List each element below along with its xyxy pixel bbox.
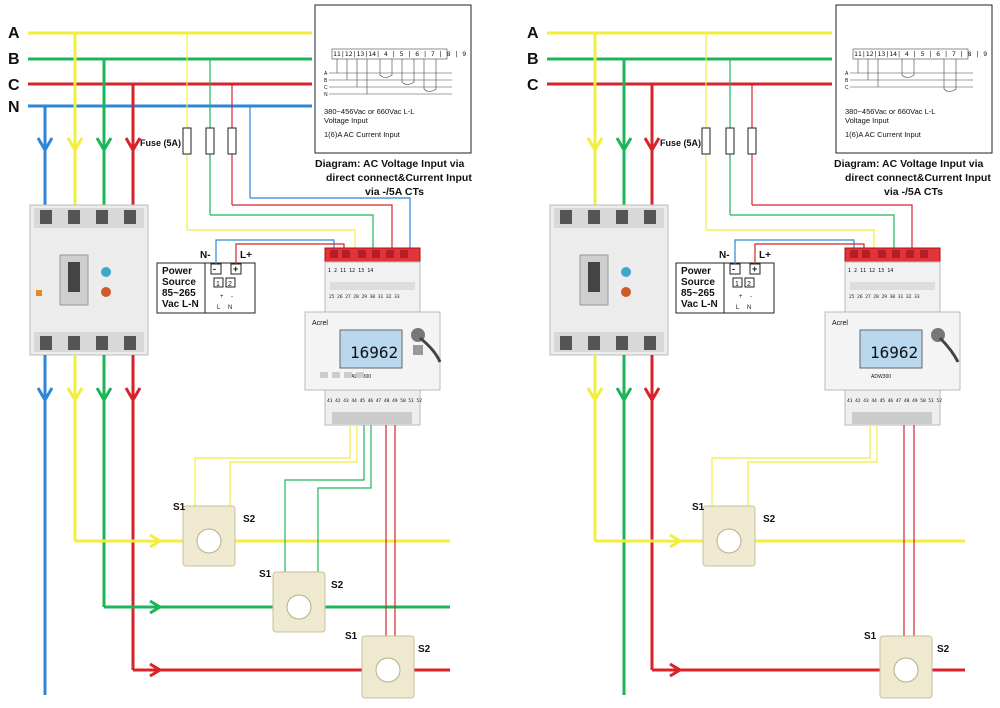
caption-right-line1: Diagram: AC Voltage Input via <box>834 158 984 170</box>
power-source-right-line3: 85~265 <box>681 288 715 299</box>
caption-right-line2: direct connect&Current Input <box>845 172 991 184</box>
ct-b-s1: S1 <box>259 569 272 580</box>
inset-voltage-line1: 380~456Vac or 660Vac L-L <box>324 107 414 116</box>
inset-terminal-row-right: 11|12|13|14| 4 | 5 | 6 | 7 | 8 | 9 <box>854 50 987 58</box>
inset-phase-a-right: A <box>845 71 849 77</box>
power-source-line2: Source <box>162 277 196 288</box>
ct-a-s2-right: S2 <box>763 514 776 525</box>
l-plus-label-right: L+ <box>759 250 771 261</box>
energy-meter: 1 2 11 12 13 14 25 26 27 28 29 30 31 32 … <box>304 247 442 426</box>
ps-plus-sign: + <box>233 264 238 274</box>
power-source-line1: Power <box>162 266 192 277</box>
ps-sub-n: N <box>228 305 232 311</box>
phase-label-c-right: C <box>527 77 539 94</box>
circuit-breaker-right <box>549 204 669 356</box>
power-source-box-right: Power Source 85~265 Vac L-N - + 1 2 + - … <box>675 262 775 314</box>
current-transformer-c <box>361 635 415 699</box>
ct-a-s1: S1 <box>173 502 186 513</box>
inset-phase-a: A <box>324 71 328 77</box>
inset-terminal-row: 11|12|13|14| 4 | 5 | 6 | 7 | 8 | 9 <box>333 50 466 58</box>
meter-bot-terminals-right: 41 42 43 44 45 46 47 48 49 50 51 52 <box>847 398 942 404</box>
inset-wiring-box: 11|12|13|14| 4 | 5 | 6 | 7 | 8 | 9 A B C… <box>314 4 472 154</box>
phase-label-c: C <box>8 77 20 94</box>
phase-label-a-right: A <box>527 25 539 42</box>
ct-c-s2: S2 <box>418 644 431 655</box>
inset-phase-b: B <box>324 78 328 84</box>
meter-mid-terminals: 25 26 27 28 29 30 31 32 33 <box>329 294 400 300</box>
inset-phase-n: N <box>324 92 328 98</box>
ps-minus-sign: - <box>213 264 216 274</box>
inset-current-right: 1(6)A AC Current Input <box>845 130 922 139</box>
current-transformer-a <box>182 505 236 567</box>
meter-top-terminals: 1 2 11 12 13 14 <box>328 268 373 274</box>
inset-phase-c: C <box>324 85 328 91</box>
ct-c-s1: S1 <box>345 631 358 642</box>
ps-sub-n-right: N <box>747 305 751 311</box>
meter-reading: 16962 <box>350 343 398 362</box>
meter-bot-terminals: 41 42 43 44 45 46 47 48 49 50 51 52 <box>327 398 422 404</box>
phase-label-b: B <box>8 51 20 68</box>
ct-c-s1-right: S1 <box>864 631 877 642</box>
ps-pm-plus-right: + <box>739 294 743 300</box>
ct-a-s2: S2 <box>243 514 256 525</box>
caption-right-line3: via -/5A CTs <box>884 186 943 198</box>
energy-meter-right: 1 2 11 12 13 14 25 26 27 28 29 30 31 32 … <box>824 247 961 426</box>
ps-terminal-2: 2 <box>228 281 232 288</box>
inset-voltage-line2: Voltage Input <box>324 116 369 125</box>
caption-line2: direct connect&Current Input <box>326 172 472 184</box>
ps-minus-sign-right: - <box>732 264 735 274</box>
ps-pm-plus: + <box>220 294 224 300</box>
ps-pm-minus: - <box>231 294 233 300</box>
meter-mid-terminals-right: 25 26 27 28 29 30 31 32 33 <box>849 294 920 300</box>
diagram-left: A B C N <box>8 4 472 699</box>
ct-c-s2-right: S2 <box>937 644 950 655</box>
l-plus-label: L+ <box>240 250 252 261</box>
inset-voltage-right-line1: 380~456Vac or 660Vac L-L <box>845 107 935 116</box>
circuit-breaker <box>29 204 149 356</box>
meter-model-right: ADW300 <box>871 374 891 380</box>
power-source-right-line1: Power <box>681 266 711 277</box>
diagram-right: A B C <box>527 4 993 699</box>
caption-line3: via -/5A CTs <box>365 186 424 198</box>
phase-label-n: N <box>8 99 20 116</box>
ps-plus-sign-right: + <box>752 264 757 274</box>
power-source-right-line4: Vac L-N <box>681 299 718 310</box>
fuse-label-right: Fuse (5A) <box>660 138 701 148</box>
power-source-box: Power Source 85~265 Vac L-N - + 1 2 + - … <box>156 262 256 314</box>
current-transformer-b <box>272 571 326 633</box>
current-transformer-c-right <box>879 635 933 699</box>
inset-phase-b-right: B <box>845 78 849 84</box>
caption-line1: Diagram: AC Voltage Input via <box>315 158 465 170</box>
inset-current-label: 1(6)A AC Current Input <box>324 130 401 139</box>
ps-terminal-2-right: 2 <box>747 281 751 288</box>
ps-sub-l-right: L <box>736 305 740 311</box>
phase-label-b-right: B <box>527 51 539 68</box>
inset-phase-c-right: C <box>845 85 849 91</box>
power-source-line4: Vac L-N <box>162 299 199 310</box>
current-transformer-a-right <box>702 505 756 567</box>
fuse-label: Fuse (5A) <box>140 138 181 148</box>
meter-reading-right: 16962 <box>870 343 918 362</box>
inset-wiring-box-right: 11|12|13|14| 4 | 5 | 6 | 7 | 8 | 9 A B C… <box>835 4 993 154</box>
n-minus-label-right: N- <box>719 250 730 261</box>
meter-brand: Acrel <box>312 320 328 327</box>
inset-voltage-right-line2: Voltage Input <box>845 116 890 125</box>
power-source-line3: 85~265 <box>162 288 196 299</box>
ps-sub-l: L <box>217 305 221 311</box>
meter-top-terminals-right: 1 2 11 12 13 14 <box>848 268 893 274</box>
power-source-right-line2: Source <box>681 277 715 288</box>
meter-brand-right: Acrel <box>832 320 848 327</box>
ct-a-s1-right: S1 <box>692 502 705 513</box>
ps-terminal-1: 1 <box>216 281 220 288</box>
ps-pm-minus-right: - <box>750 294 752 300</box>
ps-terminal-1-right: 1 <box>735 281 739 288</box>
n-minus-label: N- <box>200 250 211 261</box>
ct-b-s2: S2 <box>331 580 344 591</box>
phase-label-a: A <box>8 25 20 42</box>
